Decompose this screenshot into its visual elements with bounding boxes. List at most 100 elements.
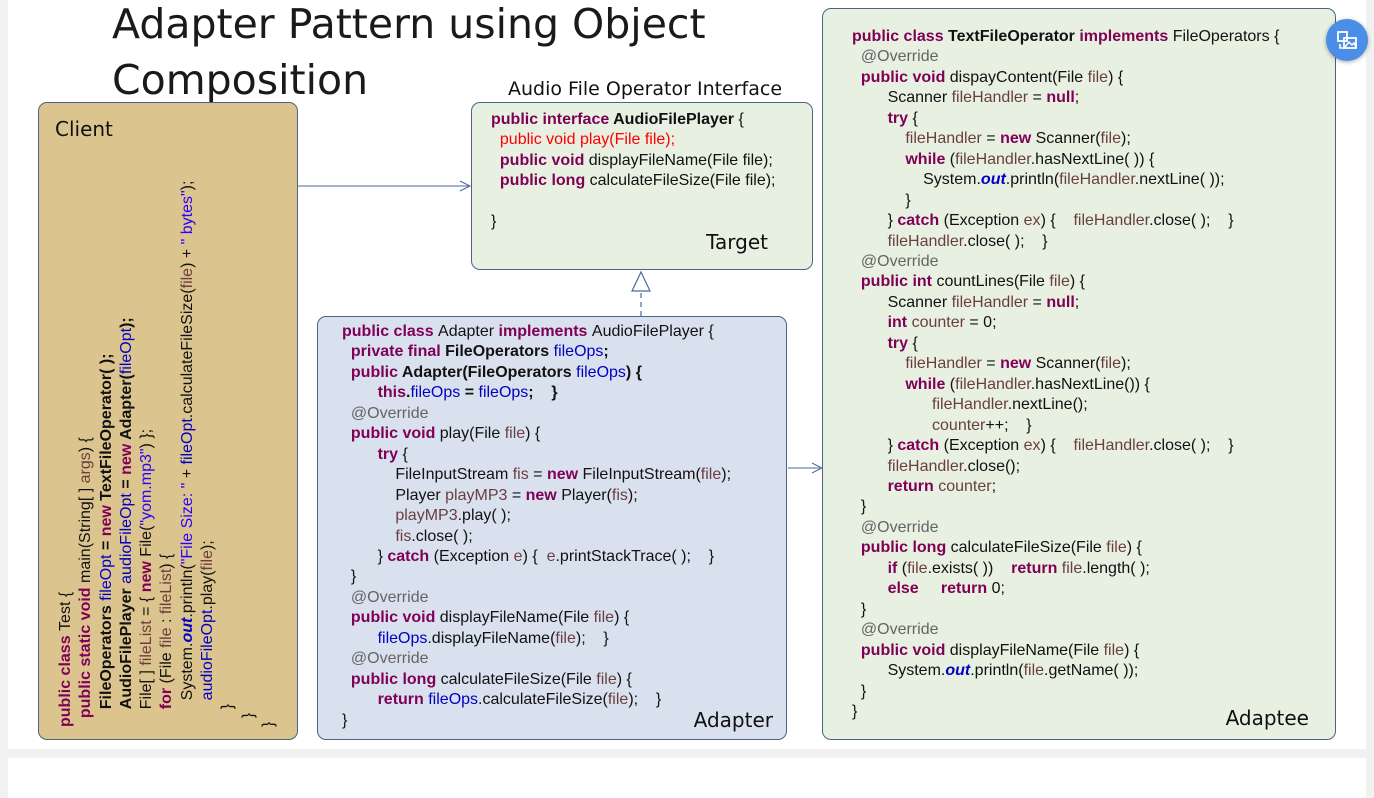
code-token: counter — [932, 416, 986, 434]
code-line: } catch (Exception ex) { fileHandler.clo… — [852, 212, 1234, 229]
code-token: return — [1011, 559, 1062, 577]
code-token: .close( ); } — [963, 232, 1048, 250]
client-box: Client — [38, 102, 298, 740]
code-line: return counter; — [852, 477, 997, 495]
code-token: Adapter — [438, 323, 499, 340]
code-token: (Exception — [433, 547, 514, 565]
code-token: return — [887, 477, 939, 495]
code-line: counter++; } — [852, 417, 1032, 434]
code-token: = — [1028, 293, 1047, 311]
code-token: } — [491, 213, 497, 231]
code-token: ); } — [628, 691, 662, 709]
adapter-label: Adapter — [693, 708, 773, 732]
code-token: .exists( )) — [927, 559, 1012, 577]
code-token: .println( — [970, 662, 1024, 680]
code-token: public void — [499, 151, 589, 169]
code-token: .printStackTrace( ); } — [555, 547, 715, 565]
code-line: } — [852, 601, 866, 618]
code-token: public void — [860, 641, 950, 659]
code-token: e — [513, 547, 523, 565]
code-token: displayFileName(File file); — [588, 151, 773, 169]
share-image-button[interactable] — [1326, 19, 1368, 61]
code-token: fileHandler — [955, 150, 1031, 168]
code-token: ) { — [625, 363, 642, 381]
share-image-icon — [1337, 31, 1357, 49]
code-line: fileHandler = new Scanner(file); — [852, 130, 1131, 148]
client-label: Client — [55, 117, 113, 141]
code-line: @Override — [852, 48, 939, 66]
code-token: ); — [1121, 130, 1131, 148]
code-line: @Override — [852, 253, 939, 270]
code-token: ; — [603, 343, 609, 361]
adapter-code: public class Adapter implements AudioFil… — [342, 322, 731, 731]
code-token: } — [852, 212, 898, 230]
code-token: try — [377, 445, 403, 463]
code-token: try — [887, 109, 913, 127]
code-token: } — [852, 498, 867, 516]
code-line: System.out.println(file.getName( )); — [852, 662, 1139, 680]
code-token: @Override — [860, 48, 939, 66]
code-line: while (fileHandler.hasNextLine()) { — [852, 376, 1150, 393]
code-token: } — [342, 711, 348, 729]
adaptee-code: public class TextFileOperator implements… — [852, 27, 1279, 722]
code-token: catch — [897, 437, 944, 455]
code-token: fileOps — [428, 691, 479, 709]
code-line: Scanner fileHandler = null; — [852, 89, 1080, 107]
code-token: catch — [897, 212, 944, 230]
code-token: ; — [1074, 293, 1080, 311]
code-line: } catch (Exception e) { e.printStackTrac… — [342, 548, 714, 565]
code-line: try { — [852, 110, 918, 127]
code-line: } — [852, 192, 910, 209]
code-line: public void displayFileName(File file); — [491, 152, 773, 169]
code-token: this — [377, 384, 407, 402]
code-token: file — [607, 691, 629, 709]
target-header: Audio File Operator Interface — [508, 78, 783, 100]
code-token: fileHandler — [905, 355, 982, 373]
code-token: playMP3 — [445, 486, 508, 504]
code-token: AudioFilePlayer { — [591, 323, 714, 340]
code-token: { — [734, 111, 744, 128]
code-line: public long calculateFileSize(File file)… — [491, 172, 776, 189]
code-token: ) { — [1126, 539, 1142, 557]
code-token: fileHandler — [887, 232, 964, 250]
code-token: System. — [852, 171, 981, 189]
code-line: Scanner fileHandler = null; — [852, 293, 1080, 311]
code-line: public class TextFileOperator implements… — [852, 28, 1279, 45]
code-token: fileOps — [377, 629, 428, 647]
code-token: ); — [627, 486, 638, 504]
code-token: = — [981, 130, 1001, 148]
code-token: (Exception — [943, 212, 1024, 230]
code-token: = — [981, 355, 1001, 373]
code-token: try — [887, 334, 913, 352]
code-token: implements — [498, 323, 592, 340]
code-token: .length( ); — [1082, 559, 1150, 577]
code-token: fileHandler — [1073, 437, 1150, 455]
code-token: file — [907, 559, 928, 577]
code-token: file — [1087, 68, 1109, 86]
code-line: private final FileOperators fileOps; — [342, 343, 609, 360]
code-token: ( — [949, 150, 956, 168]
code-token: { — [912, 109, 918, 127]
code-token: null — [1046, 89, 1075, 107]
code-line: } — [342, 712, 347, 729]
client-to-target-arrow — [298, 180, 472, 192]
code-token: ) { — [525, 425, 541, 443]
code-token: .displayFileName( — [427, 629, 556, 647]
code-token: fileHandler — [1059, 171, 1135, 189]
code-token: .getName( )); — [1044, 662, 1139, 680]
code-line: public class Adapter implements AudioFil… — [342, 323, 714, 340]
code-line: } — [342, 568, 356, 585]
code-token: playMP3 — [395, 507, 458, 525]
code-token: fis — [512, 466, 529, 484]
code-line: } — [491, 213, 496, 230]
target-code: public interface AudioFilePlayer { publi… — [491, 110, 776, 233]
code-token: ) { — [1124, 641, 1140, 659]
code-token: public class — [342, 323, 439, 340]
code-token: Player — [342, 486, 446, 504]
code-token: file — [596, 670, 617, 688]
code-line: public long calculateFileSize(File file)… — [342, 671, 632, 688]
code-token: FileInputStream( — [582, 466, 701, 484]
code-token: .close( ); — [411, 527, 473, 545]
code-line: fileHandler = new Scanner(file); — [852, 355, 1130, 373]
